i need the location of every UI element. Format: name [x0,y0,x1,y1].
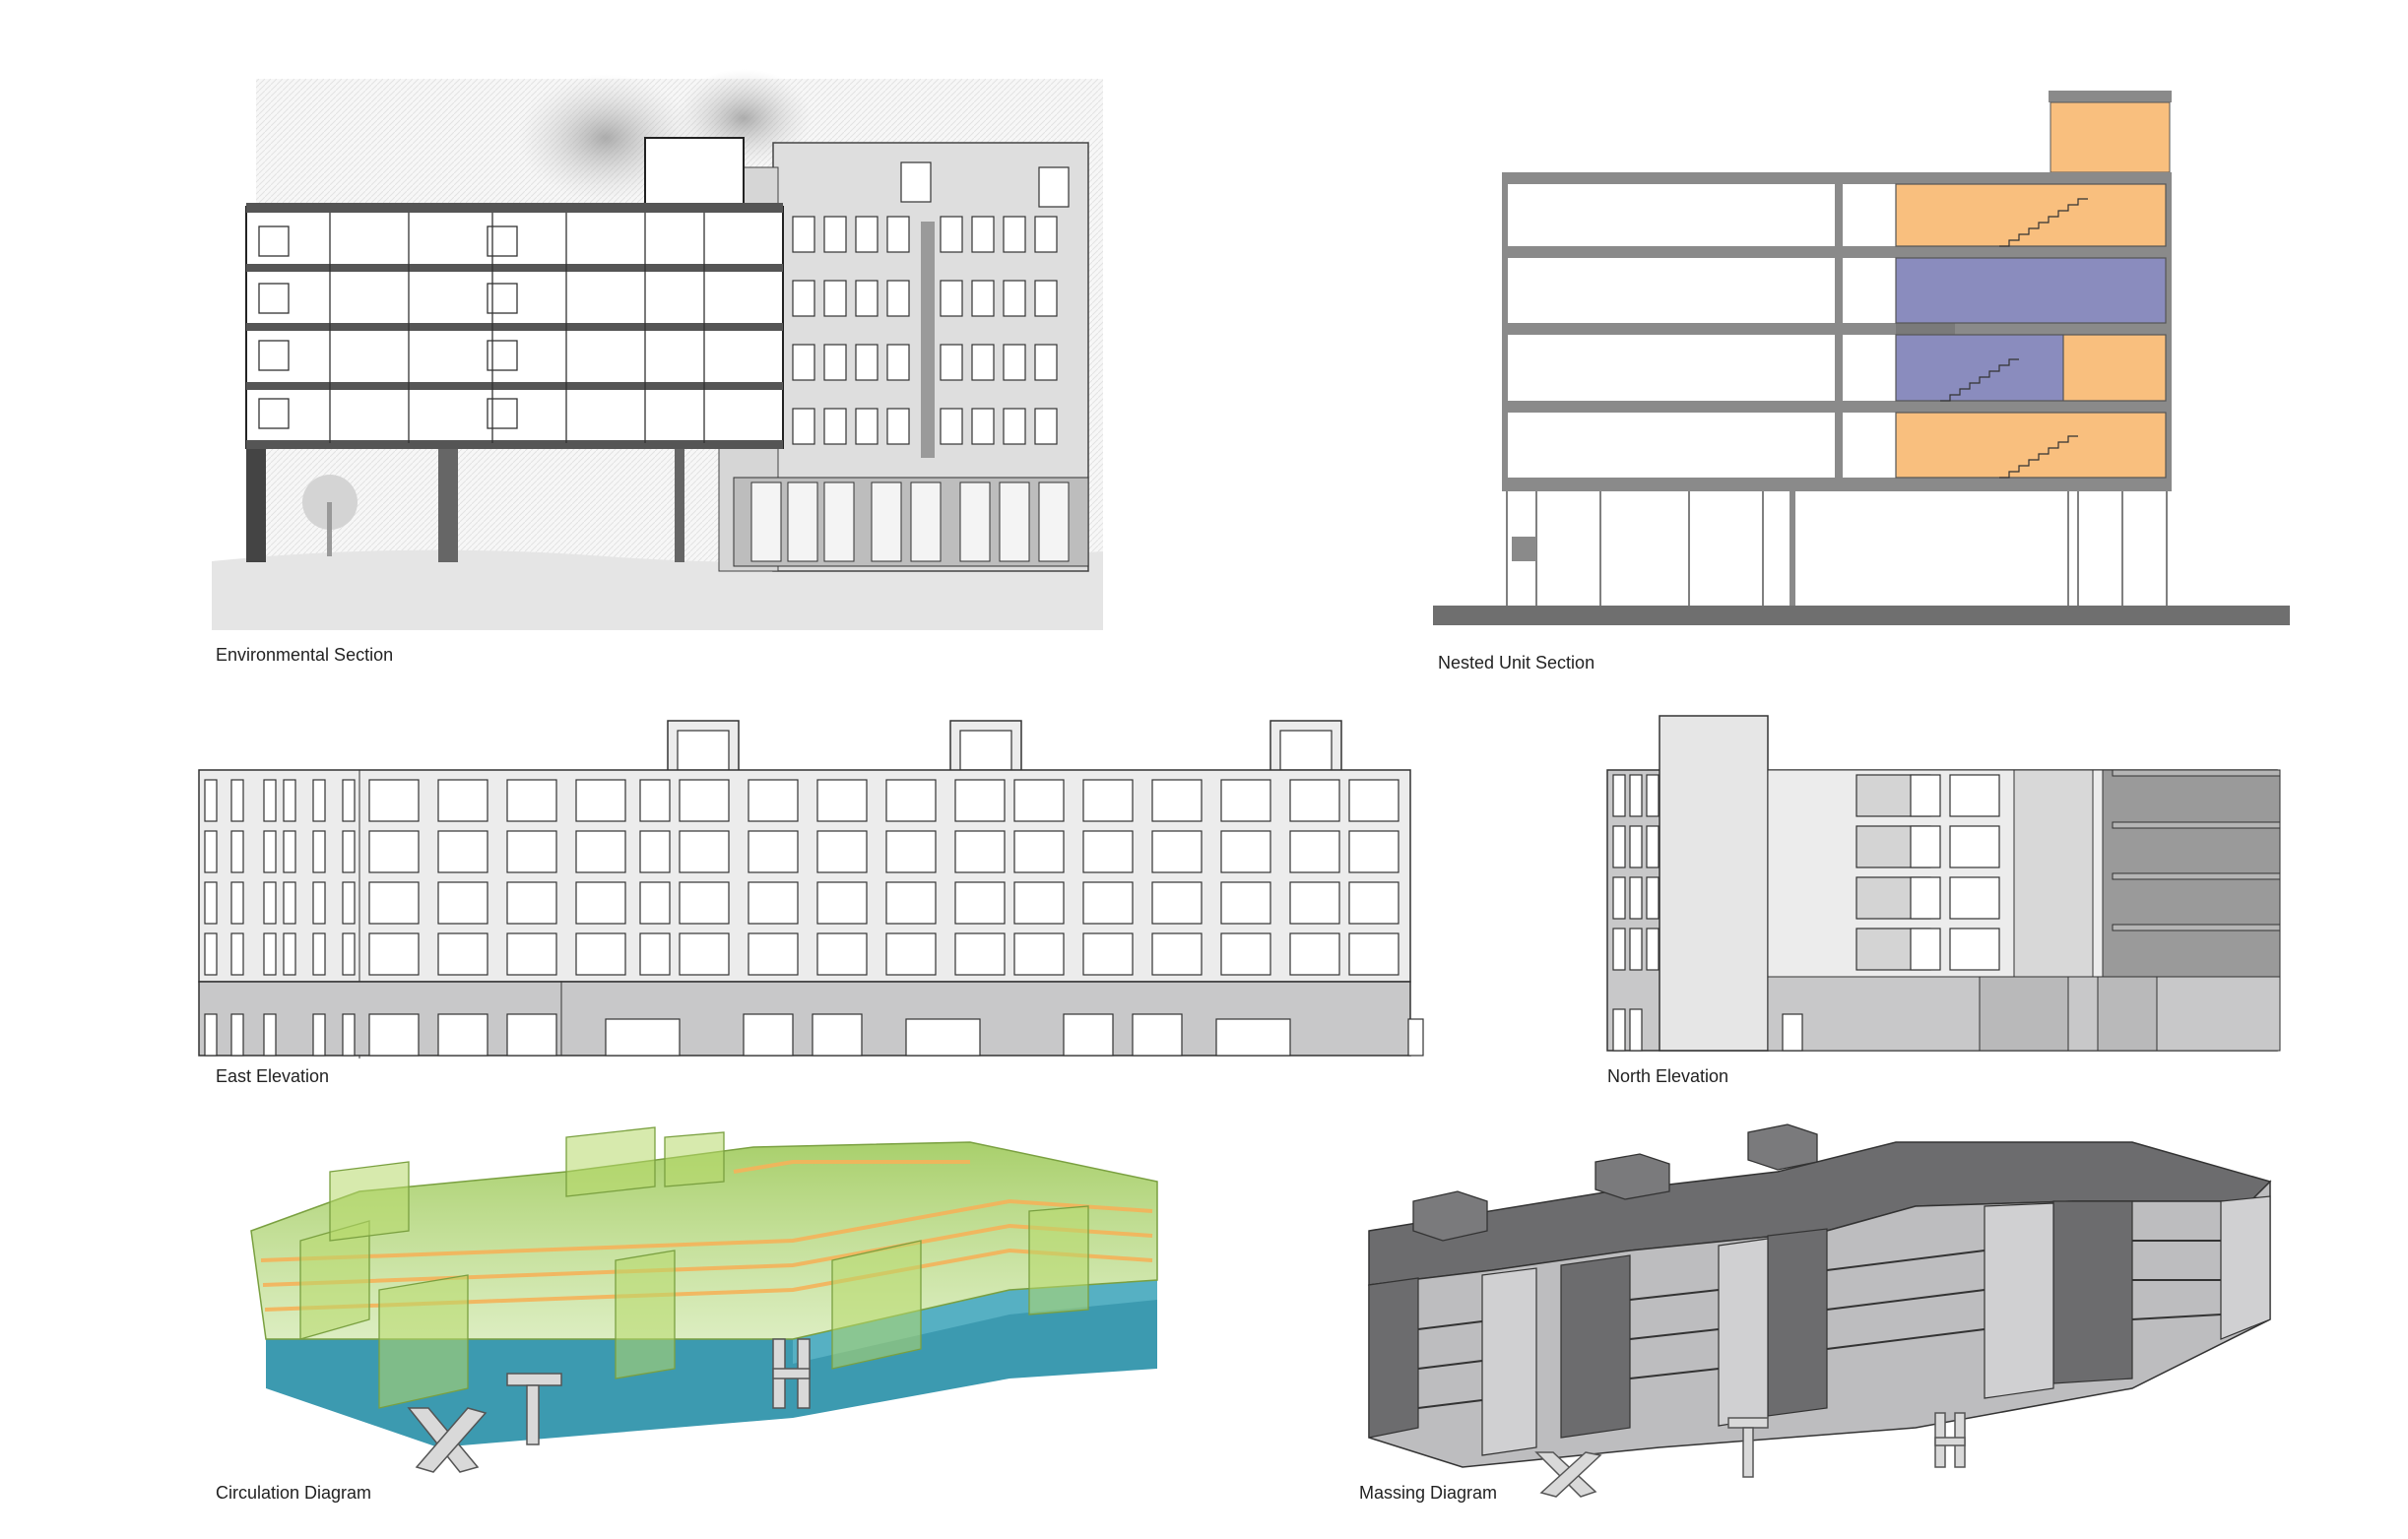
east-elevation-drawing [198,720,1424,1058]
caption-massing-diagram: Massing Diagram [1359,1483,1498,1503]
nested-unit-section-panel [1433,89,2300,640]
east-elevation-panel [197,719,1428,1058]
north-elevation-panel [1605,714,2285,1054]
environmental-section-panel [212,69,1103,630]
north-elevation-drawing [1606,715,2281,1052]
caption-circulation-diagram: Circulation Diagram [216,1483,372,1503]
circulation-diagram-panel [241,1093,1177,1507]
caption-nested-unit-section: Nested Unit Section [1438,653,1595,673]
massing-diagram-panel [1364,1103,2280,1498]
caption-environmental-section: Environmental Section [216,645,394,665]
caption-east-elevation: East Elevation [216,1066,330,1086]
massing-diagram-drawing [1368,1123,2272,1498]
circulation-diagram-drawing [250,1126,1158,1473]
nested-unit-section-drawing [1433,91,2290,625]
caption-north-elevation: North Elevation [1607,1066,1729,1086]
environmental-section-drawing [212,69,1103,630]
